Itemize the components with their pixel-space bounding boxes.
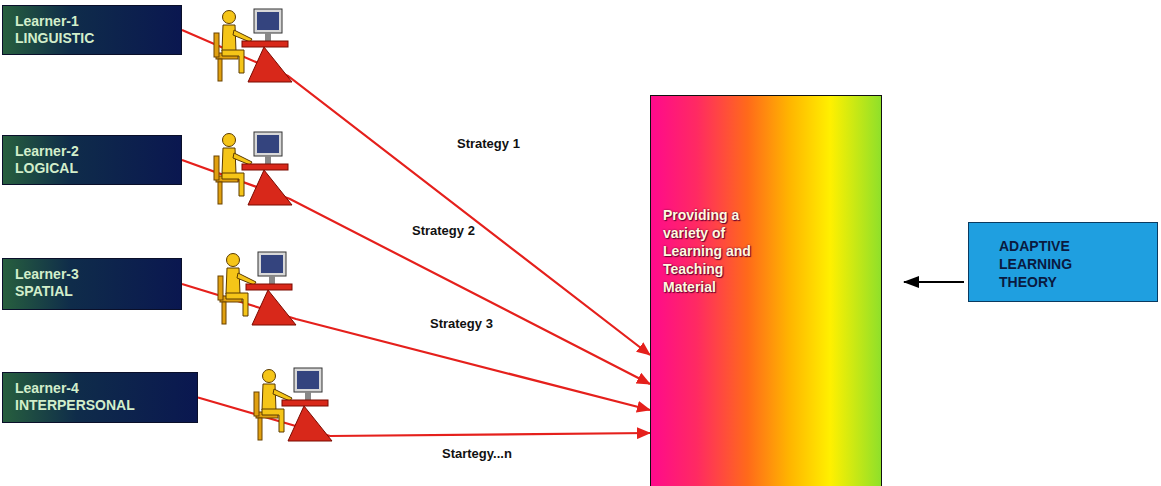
influence-arrow — [904, 281, 964, 283]
strategy-label: Startegy...n — [440, 446, 514, 461]
strategy-label: Strategy 2 — [410, 223, 477, 238]
box-text: Learner-2 — [15, 143, 169, 160]
box-text: Learner-1 — [15, 13, 169, 30]
box-text: SPATIAL — [15, 283, 169, 300]
box-text: ADAPTIVE LEARNING THEORY — [999, 237, 1109, 291]
learner-box: Learner-2LOGICAL — [2, 135, 182, 185]
learner-icon — [218, 252, 296, 325]
box-text: Providing a variety of Learning and Teac… — [663, 206, 755, 296]
box-text: LINGUISTIC — [15, 30, 169, 47]
box-text: INTERPERSONAL — [15, 397, 185, 414]
box-text: Learner-4 — [15, 380, 185, 397]
learner-icon — [214, 132, 292, 205]
strategy-label: Strategy 1 — [455, 136, 522, 151]
learner-box: Learner-3SPATIAL — [2, 258, 182, 310]
strategy-arrow — [182, 284, 650, 410]
theory-box: ADAPTIVE LEARNING THEORY — [968, 222, 1158, 302]
learner-box: Learner-4INTERPERSONAL — [2, 372, 198, 423]
strategy-label: Strategy 3 — [428, 316, 495, 331]
learner-icon — [214, 9, 292, 82]
learner-icon — [254, 368, 332, 441]
box-text: Learner-3 — [15, 266, 169, 283]
material-box: Providing a variety of Learning and Teac… — [650, 95, 882, 486]
box-text: LOGICAL — [15, 160, 169, 177]
learner-box: Learner-1LINGUISTIC — [2, 5, 182, 55]
